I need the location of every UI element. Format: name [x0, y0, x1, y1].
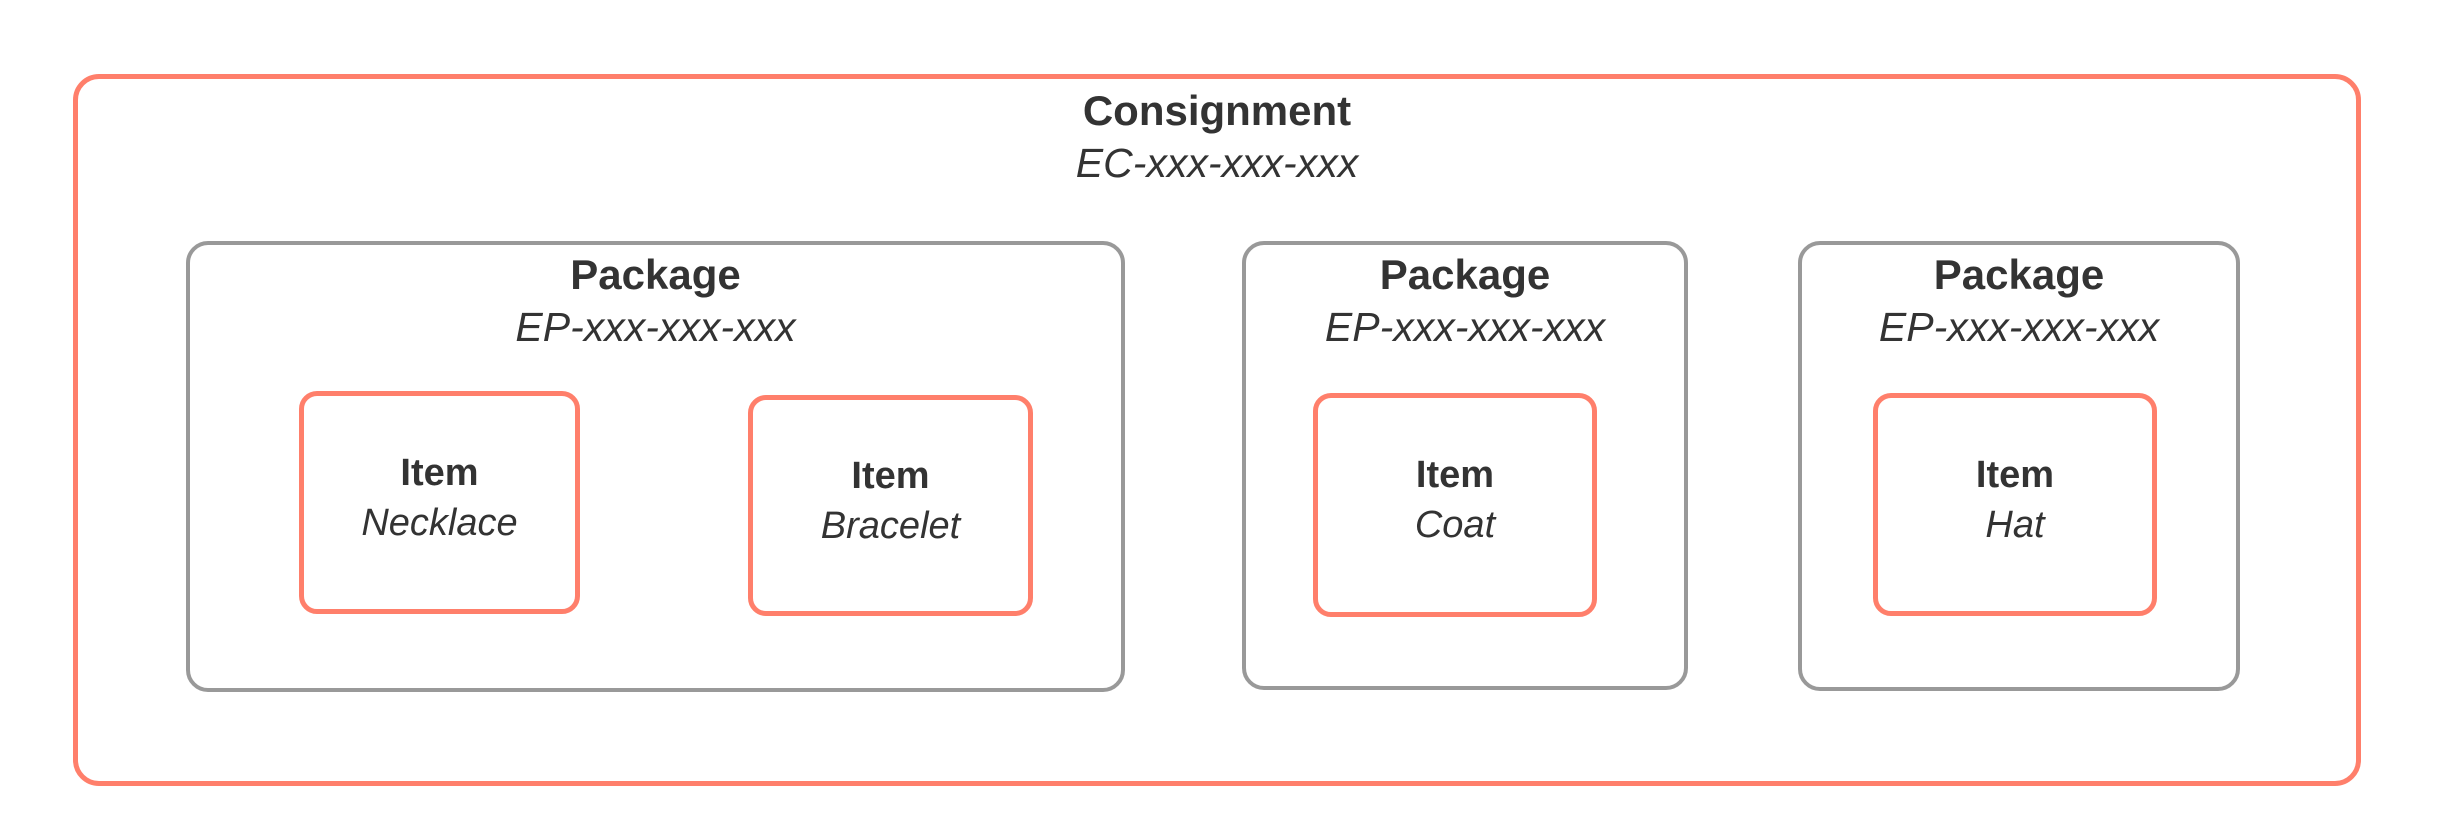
- consignment-label: Consignment EC-xxx-xxx-xxx: [78, 85, 2356, 189]
- package-3-label: Package EP-xxx-xxx-xxx: [1802, 249, 2236, 353]
- item-hat-title: Item: [1975, 453, 2055, 496]
- item-necklace-label: Item Necklace: [361, 448, 517, 548]
- package-box-1: Package EP-xxx-xxx-xxx Item Necklace Ite…: [186, 241, 1125, 692]
- consignment-box: Consignment EC-xxx-xxx-xxx Package EP-xx…: [73, 74, 2361, 786]
- item-hat-label: Item Hat: [1976, 450, 2054, 550]
- package-box-3: Package EP-xxx-xxx-xxx Item Hat: [1798, 241, 2240, 691]
- item-box-hat: Item Hat: [1873, 393, 2157, 616]
- item-coat-name: Coat: [1414, 504, 1496, 546]
- item-necklace-title: Item: [400, 451, 479, 494]
- consignment-title: Consignment: [1082, 87, 1352, 134]
- item-bracelet-title: Item: [851, 454, 930, 497]
- package-box-2: Package EP-xxx-xxx-xxx Item Coat: [1242, 241, 1688, 690]
- consignment-code: EC-xxx-xxx-xxx: [1075, 140, 1359, 186]
- item-coat-label: Item Coat: [1415, 450, 1495, 550]
- item-box-necklace: Item Necklace: [299, 391, 580, 614]
- item-hat-name: Hat: [1985, 503, 2045, 546]
- item-coat-title: Item: [1415, 454, 1495, 496]
- item-bracelet-label: Item Bracelet: [821, 451, 960, 551]
- package-1-title: Package: [570, 251, 741, 298]
- package-3-code: EP-xxx-xxx-xxx: [1878, 304, 2160, 350]
- package-1-code: EP-xxx-xxx-xxx: [515, 304, 796, 350]
- item-box-coat: Item Coat: [1313, 393, 1597, 617]
- package-2-code: EP-xxx-xxx-xxx: [1324, 304, 1606, 350]
- package-2-label: Package EP-xxx-xxx-xxx: [1246, 249, 1684, 353]
- item-necklace-name: Necklace: [361, 501, 518, 544]
- item-box-bracelet: Item Bracelet: [748, 395, 1033, 616]
- package-2-title: Package: [1379, 251, 1551, 298]
- item-bracelet-name: Bracelet: [820, 504, 961, 547]
- package-3-title: Package: [1933, 251, 2105, 298]
- package-1-label: Package EP-xxx-xxx-xxx: [190, 249, 1121, 353]
